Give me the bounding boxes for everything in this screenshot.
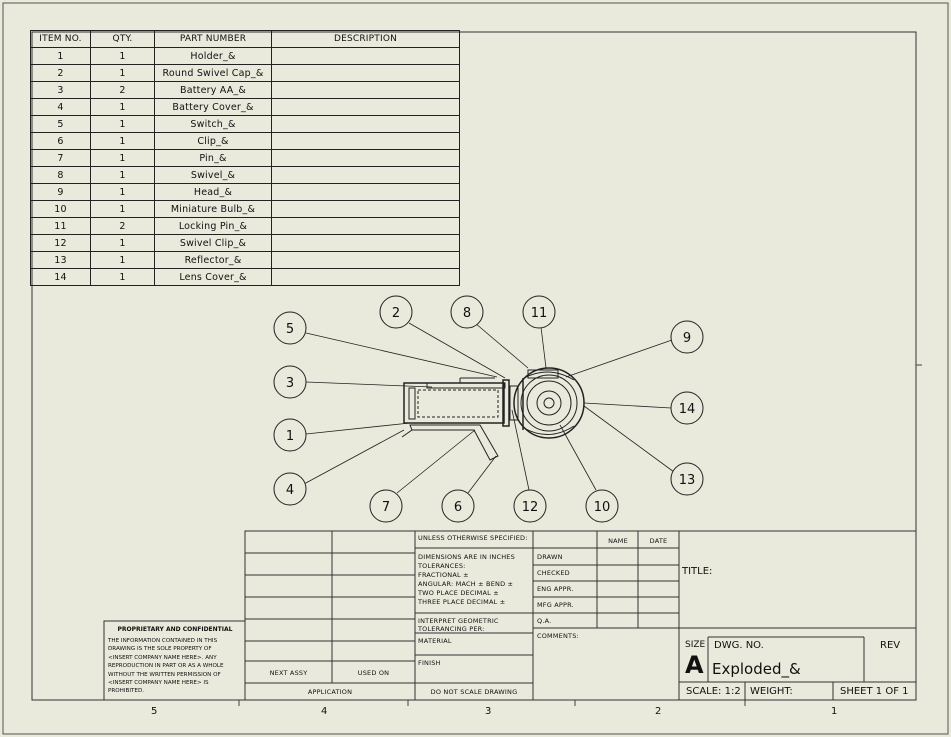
used-on-label: USED ON [357,669,390,677]
proprietary-line: REPRODUCTION IN PART OR AS A WHOLE [108,663,224,670]
zone-label-2: 2 [655,706,662,717]
zone-label-3: 3 [485,706,492,717]
date-column-label: DATE [649,537,668,545]
dwg-no-value: Exploded_& [712,660,801,678]
tolerancing-per: TOLERANCING PER: [418,625,485,633]
balloon-13: 13 [679,473,696,488]
fractional-tolerance: FRACTIONAL ± [418,571,469,579]
angular-tolerance: ANGULAR: MACH ± BEND ± [418,580,514,588]
zone-label-5: 5 [151,706,158,717]
application-label: APPLICATION [307,688,353,696]
proprietary-line: THE INFORMATION CONTAINED IN THIS [108,638,218,644]
tolerances-label: TOLERANCES: [418,562,466,570]
drawn-label: DRAWN [537,553,563,561]
three-place-tolerance: THREE PLACE DECIMAL ± [418,598,506,606]
balloon-10: 10 [594,500,611,515]
proprietary-line: <INSERT COMPANY NAME HERE>. ANY [108,654,217,661]
dimensions-note: DIMENSIONS ARE IN INCHES [418,553,515,561]
finish-label: FINISH [418,659,441,667]
proprietary-line: PROHIBITED. [108,688,145,695]
do-not-scale-label: DO NOT SCALE DRAWING [430,688,518,696]
material-label: MATERIAL [418,637,452,645]
flashlight-geometry [401,367,585,461]
eng-appr-label: ENG APPR. [537,585,574,593]
rev-label: REV [880,640,901,651]
two-place-tolerance: TWO PLACE DECIMAL ± [418,589,499,597]
name-column-label: NAME [608,537,628,545]
qa-label: Q.A. [537,617,552,625]
balloon-7: 7 [382,500,390,515]
balloon-2: 2 [392,306,400,321]
interpret-geometric: INTERPRET GEOMETRIC [418,617,499,625]
proprietary-title: PROPRIETARY AND CONFIDENTIAL [117,626,233,633]
title-label: TITLE: [682,566,713,577]
weight-label: WEIGHT: [750,686,793,697]
scale-label: SCALE: 1:2 [686,686,741,697]
balloon-4: 4 [286,483,294,498]
balloon-14: 14 [679,402,696,417]
proprietary-line: WITHOUT THE WRITTEN PERMISSION OF [108,671,221,678]
balloon-6: 6 [454,500,462,515]
size-value: A [685,651,704,679]
balloon-circles [273,295,704,523]
balloon-1: 1 [286,429,294,444]
leader-lines [303,322,675,494]
proprietary-line: DRAWING IS THE SOLE PROPERTY OF [108,646,212,653]
balloon-11: 11 [531,306,548,321]
proprietary-notice: THE INFORMATION CONTAINED IN THIS DRAWING… [108,637,224,696]
unless-specified-label: UNLESS OTHERWISE SPECIFIED: [418,534,528,542]
balloon-9: 9 [683,331,691,346]
dwg-no-label: DWG. NO. [714,640,764,651]
checked-label: CHECKED [537,569,570,577]
comments-label: COMMENTS: [537,632,579,640]
balloon-3: 3 [286,376,294,391]
balloon-12: 12 [522,500,539,515]
balloon-5: 5 [286,322,294,337]
bom-description [271,268,460,286]
bom-header-row: ITEM NO. QTY. PART NUMBER DESCRIPTION [30,30,460,48]
balloon-8: 8 [463,306,471,321]
zone-label-4: 4 [321,706,328,717]
zone-label-1: 1 [831,706,838,717]
mfg-appr-label: MFG APPR. [537,601,574,609]
next-assy-label: NEXT ASSY [269,669,308,677]
proprietary-line: <INSERT COMPANY NAME HERE> IS [108,680,209,687]
sheet-label: SHEET 1 OF 1 [840,686,909,697]
size-label: SIZE [685,640,706,650]
